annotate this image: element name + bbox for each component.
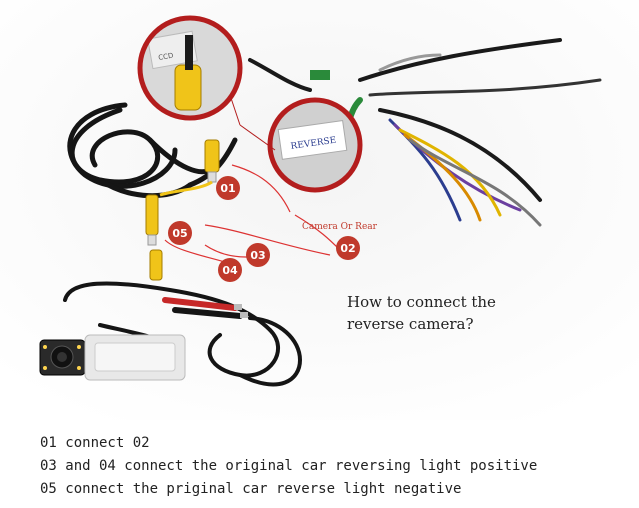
caption-line-1: How to connect the bbox=[347, 293, 496, 311]
badge-05: 05 bbox=[168, 221, 192, 245]
badge-05-text: 05 bbox=[172, 227, 187, 240]
red-black-plugs bbox=[162, 297, 248, 319]
badge-03: 03 bbox=[246, 243, 270, 267]
yellow-rca-connectors bbox=[145, 139, 220, 281]
product-photo: CCD REVERSE Camera Or Rear 01 02 03 04 0… bbox=[0, 0, 639, 420]
badge-01-text: 01 bbox=[220, 182, 235, 195]
instruction-line-3: 05 connect the priginal car reverse ligh… bbox=[40, 481, 462, 497]
badge-02-text: 02 bbox=[340, 242, 355, 255]
connector-tag-text: CCD bbox=[158, 51, 174, 62]
badge-01: 01 bbox=[216, 176, 240, 200]
reverse-camera bbox=[39, 334, 186, 381]
badge-04: 04 bbox=[218, 258, 242, 282]
instruction-line-1: 01 connect 02 bbox=[40, 435, 150, 451]
badge-04-text: 04 bbox=[222, 264, 238, 277]
instructions-list: 01 connect 02 03 and 04 connect the orig… bbox=[40, 432, 537, 501]
wire-label: Camera Or Rear bbox=[302, 222, 378, 232]
instruction-line-2: 03 and 04 connect the original car rever… bbox=[40, 458, 538, 474]
badge-02: 02 bbox=[336, 236, 360, 260]
badge-03-text: 03 bbox=[250, 249, 265, 262]
zoom-circle-reverse: REVERSE bbox=[267, 97, 363, 193]
caption: How to connect the reverse camera? bbox=[347, 291, 496, 335]
zoom-circle-connector: CCD bbox=[137, 15, 243, 121]
caption-line-2: reverse camera? bbox=[347, 315, 474, 333]
